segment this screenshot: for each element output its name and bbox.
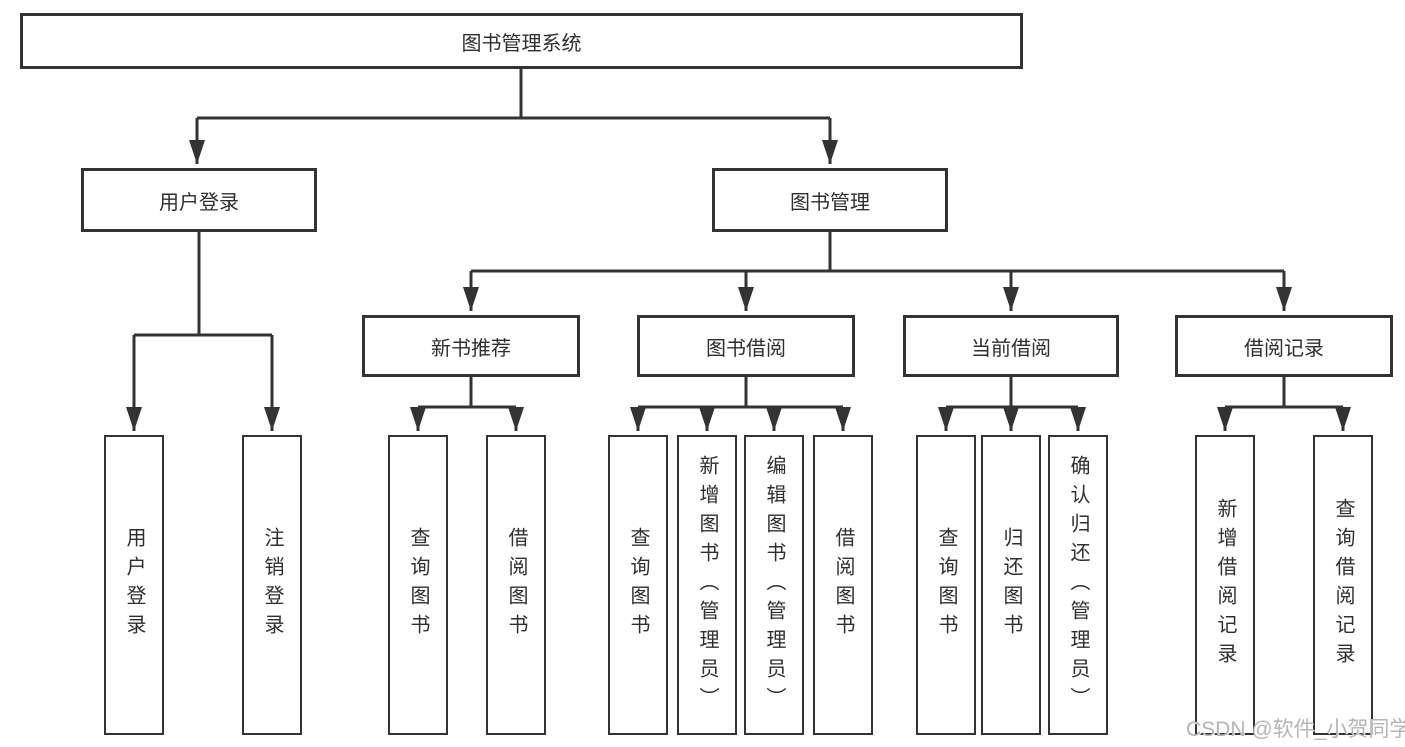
node-query-borrow-record: 查询借阅记录 <box>1313 435 1373 735</box>
node-add-book-admin: 新增图书（管理员） <box>677 435 737 735</box>
connector-book-management-split <box>471 232 1284 273</box>
node-add-borrow-record-label: 新增借阅记录 <box>1214 498 1236 672</box>
node-borrowing-query-books-label: 查询图书 <box>627 527 649 643</box>
node-query-borrow-record-label: 查询借阅记录 <box>1332 498 1354 672</box>
node-logout-action: 注销登录 <box>242 435 302 735</box>
node-library-system: 图书管理系统 <box>20 13 1023 69</box>
watermark: CSDN @软件_小贺同学 <box>1186 718 1405 741</box>
node-user-login-action: 用户登录 <box>104 435 164 735</box>
node-current-query-books: 查询图书 <box>916 435 976 735</box>
node-user-login-label: 用户登录 <box>159 191 239 214</box>
node-book-management-label: 图书管理 <box>790 191 870 214</box>
node-book-borrowing-label: 图书借阅 <box>706 337 786 360</box>
node-borrowing-records-label: 借阅记录 <box>1244 337 1324 360</box>
node-edit-book-admin-label: 编辑图书（管理员） <box>763 454 785 716</box>
node-borrowing-borrow-books: 借阅图书 <box>813 435 873 735</box>
node-recommend-query-books-label: 查询图书 <box>407 527 429 643</box>
node-current-borrowing-label: 当前借阅 <box>971 337 1051 360</box>
connector-current-split <box>946 377 1078 409</box>
node-book-borrowing: 图书借阅 <box>637 315 855 377</box>
node-edit-book-admin: 编辑图书（管理员） <box>744 435 804 735</box>
connector-root-split <box>197 69 830 120</box>
node-logout-action-label: 注销登录 <box>261 527 283 643</box>
connector-user-login-split <box>134 232 272 337</box>
node-borrowing-query-books: 查询图书 <box>608 435 668 735</box>
node-recommend-borrow-books: 借阅图书 <box>486 435 546 735</box>
node-user-login-action-label: 用户登录 <box>123 527 145 643</box>
connector-new-book-split <box>418 377 516 409</box>
node-confirm-return-admin: 确认归还（管理员） <box>1048 435 1108 735</box>
node-confirm-return-admin-label: 确认归还（管理员） <box>1067 454 1089 716</box>
node-return-books: 归还图书 <box>981 435 1041 735</box>
node-add-book-admin-label: 新增图书（管理员） <box>696 454 718 716</box>
node-current-query-books-label: 查询图书 <box>935 527 957 643</box>
node-library-system-label: 图书管理系统 <box>461 32 582 55</box>
node-borrowing-records: 借阅记录 <box>1175 315 1393 377</box>
node-borrowing-borrow-books-label: 借阅图书 <box>832 527 854 643</box>
node-return-books-label: 归还图书 <box>1000 527 1022 643</box>
node-new-book-recommendation: 新书推荐 <box>362 315 580 377</box>
node-add-borrow-record: 新增借阅记录 <box>1195 435 1255 735</box>
node-book-management: 图书管理 <box>712 168 948 232</box>
connector-records-split <box>1225 377 1343 409</box>
node-recommend-borrow-books-label: 借阅图书 <box>505 527 527 643</box>
node-current-borrowing: 当前借阅 <box>903 315 1119 377</box>
node-recommend-query-books: 查询图书 <box>388 435 448 735</box>
node-user-login: 用户登录 <box>81 168 317 232</box>
connector-borrowing-split <box>638 377 843 409</box>
node-new-book-recommendation-label: 新书推荐 <box>431 337 511 360</box>
